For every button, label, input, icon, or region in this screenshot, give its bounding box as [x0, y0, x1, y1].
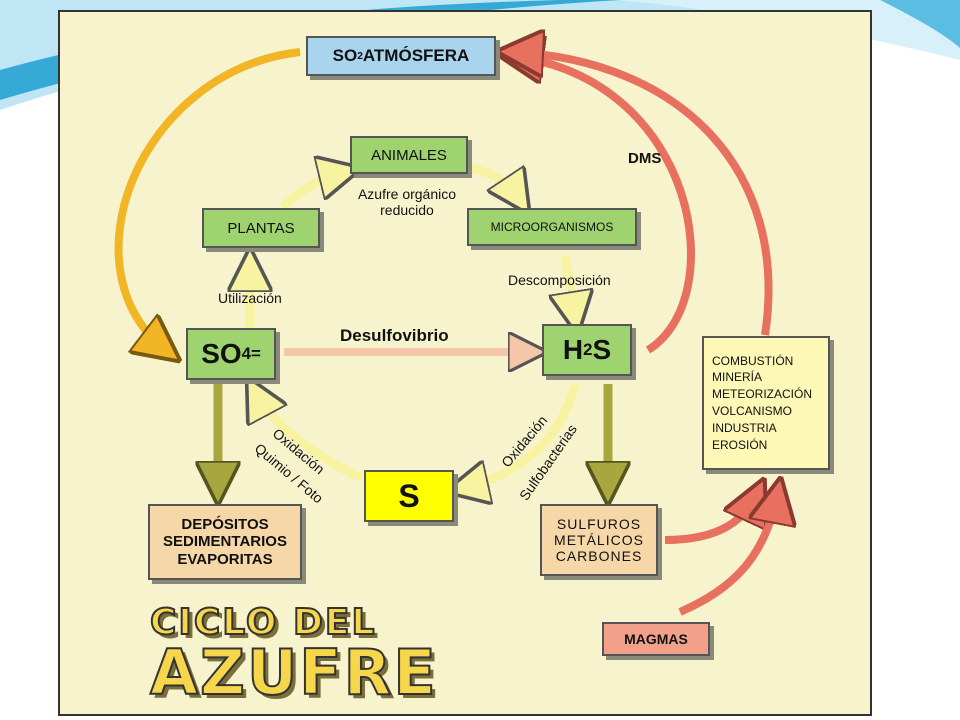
arrow-so2-to-so4 — [114, 48, 301, 352]
node-animales: ANIMALES — [350, 136, 468, 174]
node-s: S — [364, 470, 454, 522]
so2-suffix: ATMÓSFERA — [362, 46, 470, 65]
node-sulfuros: SULFUROS METÁLICOS CARBONES — [540, 504, 658, 576]
arrow-micro-to-h2s — [565, 254, 575, 318]
title-line1: CICLO DEL — [149, 601, 377, 644]
node-microorganismos: MICROORGANISMOS — [467, 208, 637, 246]
so4-sub: 4 — [241, 344, 251, 363]
so4-sup: = — [251, 344, 261, 363]
arrow-h2s-to-so2 — [512, 56, 695, 354]
arrow-h2s-to-s — [462, 383, 580, 488]
animales-label: ANIMALES — [371, 146, 447, 164]
title-line2: AZUFRE — [149, 635, 438, 710]
arrow-animales-to-micro — [469, 163, 520, 200]
node-depositos: DEPÓSITOS SEDIMENTARIOS EVAPORITAS — [148, 504, 302, 580]
node-sources: COMBUSTIÓN MINERÍA METEORIZACIÓN VOLCANI… — [702, 336, 830, 470]
so2-sub: 2 — [357, 50, 363, 62]
label-desulfovibrio: Desulfovibrio — [340, 326, 449, 345]
sulfuros-label: SULFUROS METÁLICOS CARBONES — [554, 515, 644, 565]
so4-prefix: SO — [201, 338, 242, 369]
s-label: S — [398, 477, 420, 514]
depositos-label: DEPÓSITOS SEDIMENTARIOS EVAPORITAS — [163, 516, 287, 568]
label-dms: DMS — [628, 150, 662, 167]
h2s-suffix: S — [592, 334, 612, 365]
node-plantas: PLANTAS — [202, 208, 320, 248]
arrow-magmas-to-sources — [678, 492, 778, 616]
arrow-sulfuros-to-sources — [664, 492, 758, 544]
arrow-plantas-to-animales — [278, 172, 345, 212]
arrow-s-to-so4 — [255, 392, 364, 483]
label-azufre-organico: Azufre orgánico reducido — [357, 186, 457, 219]
magmas-label: MAGMAS — [624, 631, 688, 647]
node-magmas: MAGMAS — [602, 622, 710, 656]
sources-label: COMBUSTIÓN MINERÍA METEORIZACIÓN VOLCANI… — [712, 353, 813, 452]
plantas-label: PLANTAS — [227, 219, 295, 237]
h2s-sub: 2 — [583, 340, 593, 359]
microorganismos-label: MICROORGANISMOS — [490, 220, 614, 234]
so2-prefix: SO — [332, 46, 358, 65]
label-utilizacion: Utilización — [218, 290, 282, 306]
label-descomposicion: Descomposición — [508, 272, 611, 288]
arrow-sources-to-so2 — [512, 52, 773, 336]
h2s-prefix: H — [562, 334, 584, 365]
